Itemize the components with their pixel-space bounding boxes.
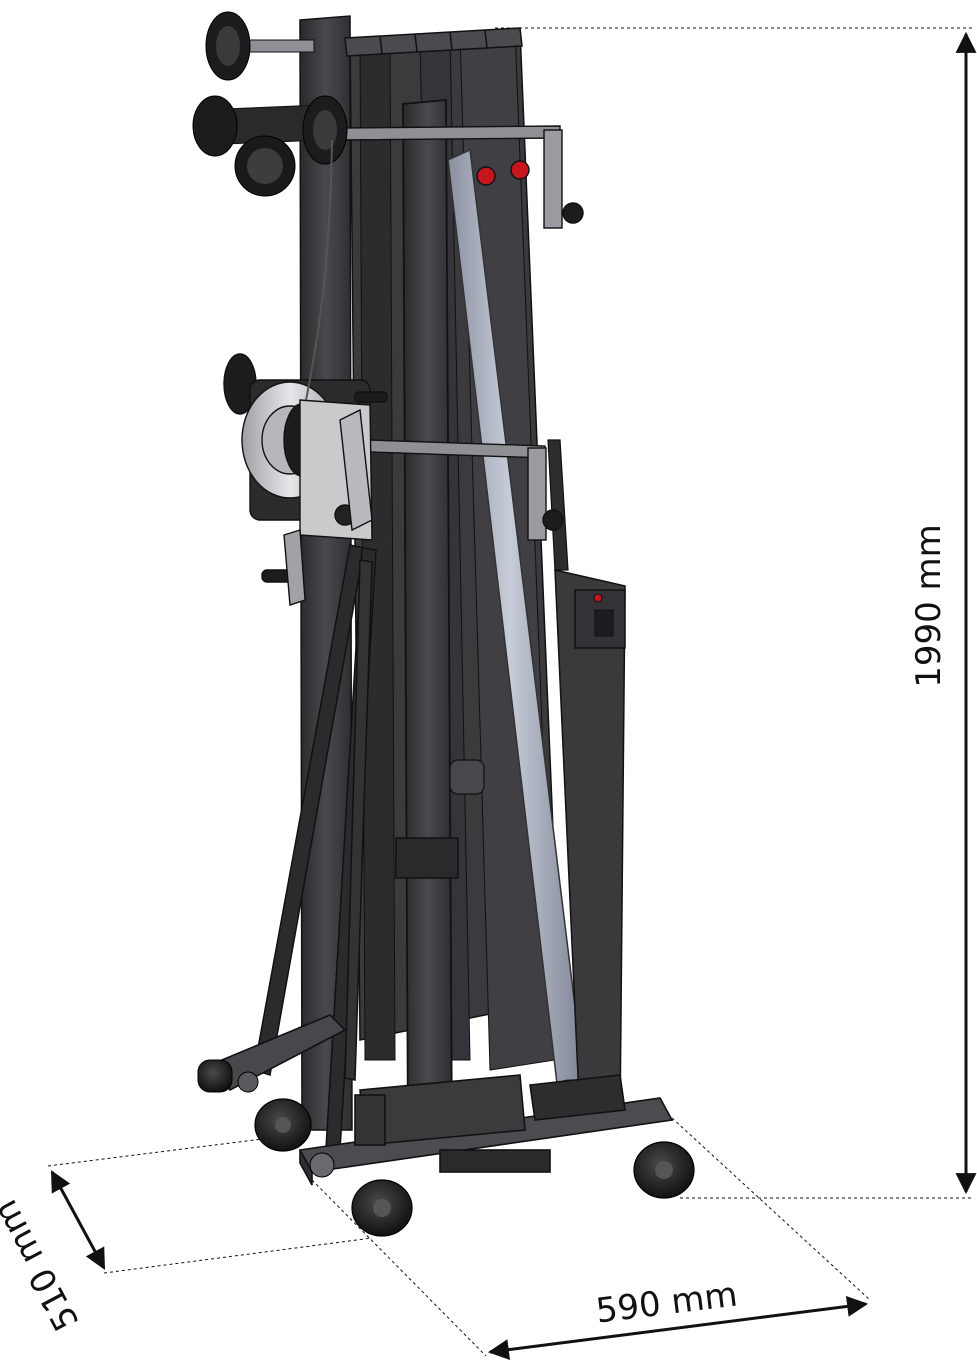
outrigger-legs (253, 544, 377, 1151)
caster-wheel-front-right (633, 1141, 695, 1199)
mid-crank-handle (369, 439, 564, 541)
caster-wheel-rear-left (197, 1059, 259, 1093)
winch-assembly (223, 353, 388, 606)
depth-arrow (50, 1170, 106, 1270)
lift-tower (192, 11, 695, 1237)
height-dimension: 1990 mm (495, 27, 977, 1199)
mast-top-cap (344, 27, 523, 57)
lift-cable (305, 139, 333, 401)
height-label: 1990 mm (909, 524, 949, 688)
caster-wheel-left (254, 1098, 312, 1152)
width-arrow (487, 1295, 869, 1361)
caster-wheel-front-left (309, 1152, 413, 1237)
caster-wheels (197, 1059, 695, 1237)
right-support (547, 439, 626, 1121)
top-pulley-wheels (192, 11, 348, 197)
base-frame (208, 1014, 674, 1186)
